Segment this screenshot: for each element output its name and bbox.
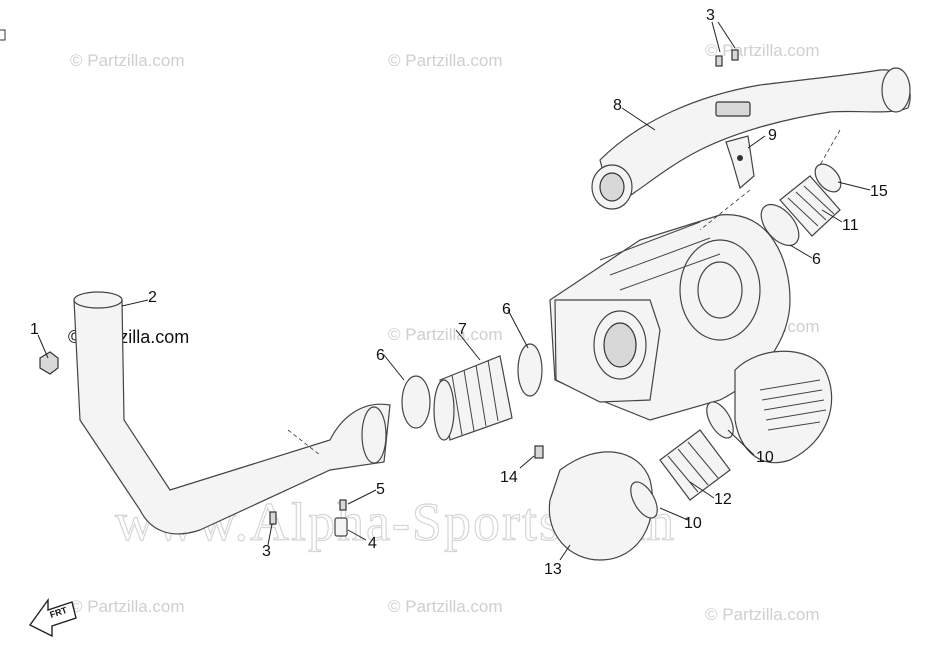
cvt-housing (549, 214, 791, 421)
part-15-clamp (814, 163, 842, 193)
part-10-clamp-upper (706, 401, 734, 439)
part-4-spacer (334, 517, 348, 537)
callout-15: 15 (870, 183, 888, 200)
part-8-intake-tube (591, 67, 911, 210)
part-14-bolt (534, 445, 544, 459)
watermark-partzilla: © Partzilla.com (388, 597, 503, 616)
callout-6-mid: 6 (502, 301, 511, 318)
part-6-clamp-left (401, 375, 431, 429)
callout-5: 5 (376, 481, 385, 498)
part-1-nut (39, 351, 59, 375)
part-10-clamp-lower (630, 481, 658, 519)
callout-3-bottom: 3 (262, 543, 271, 560)
callout-7: 7 (458, 321, 467, 338)
callout-3-top: 3 (706, 7, 715, 24)
watermark-partzilla: © Partzilla.com (388, 51, 503, 70)
part-2-intake-tube (73, 291, 391, 535)
callout-2: 2 (148, 289, 157, 306)
callout-9: 9 (768, 127, 777, 144)
callout-8: 8 (613, 97, 622, 114)
part-12-boot (659, 429, 731, 501)
callout-10-upper: 10 (756, 449, 774, 466)
part-6-clamp-mid (517, 343, 543, 397)
watermark-partzilla: © Partzilla.com (388, 325, 503, 344)
callout-1: 1 (30, 321, 39, 338)
callout-14: 14 (500, 469, 518, 486)
callout-11: 11 (842, 217, 859, 234)
guide-line (699, 189, 751, 231)
callout-4: 4 (368, 535, 377, 552)
part-3-bolt-bottom (269, 511, 277, 525)
leader-lines (37, 21, 871, 561)
part-9-bracket (725, 135, 755, 190)
callout-6-right: 6 (812, 251, 821, 268)
part-3-bolt-top (715, 49, 739, 67)
front-arrow-icon: FRT (28, 597, 77, 638)
callout-12: 12 (714, 491, 732, 508)
callout-6-left: 6 (376, 347, 385, 364)
part-7-boot (433, 355, 513, 441)
callout-10-lower: 10 (684, 515, 702, 532)
part-11-boot (779, 175, 841, 237)
watermark-partzilla: © Partzilla.com (705, 605, 820, 624)
fan-housing (734, 350, 833, 464)
watermark-partzilla: © Partzilla.com (70, 597, 185, 616)
part-13-duct (548, 451, 654, 561)
callout-13: 13 (544, 561, 562, 578)
watermark-partzilla: © Partzilla.com (70, 51, 185, 70)
part-5-bolt (339, 499, 347, 511)
corner-mark (0, 29, 6, 41)
guide-line (819, 129, 841, 166)
